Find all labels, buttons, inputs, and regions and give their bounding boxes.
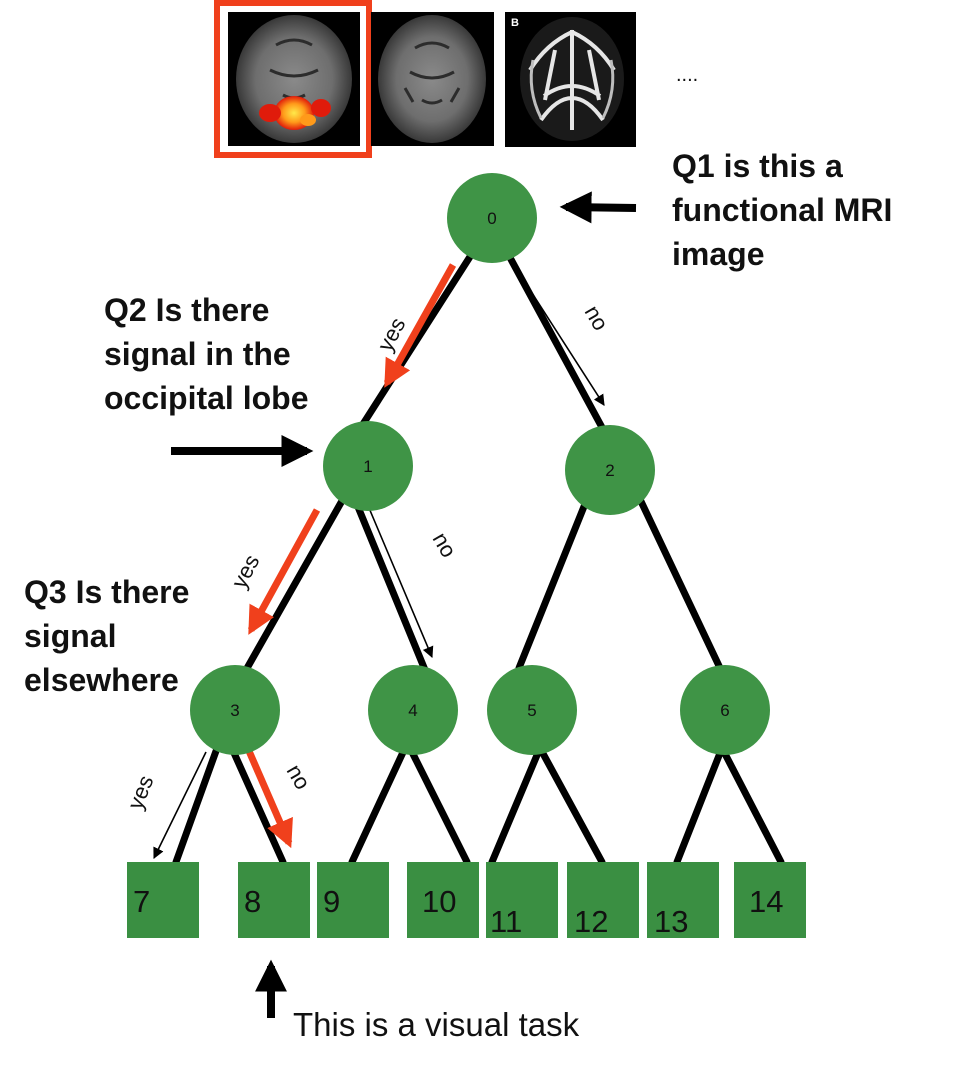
edge-4-9: [348, 744, 409, 866]
leaf-label-8: 8: [244, 884, 261, 919]
no-arrow-1: [368, 507, 434, 659]
edge-6-13: [673, 744, 726, 866]
edge-2-6: [634, 491, 724, 672]
decision-arrows: [153, 264, 605, 860]
edge-1-3: [242, 488, 351, 674]
fmri-image: [214, 0, 372, 158]
tree-nodes: 0 1 2 3 4 5 6: [190, 173, 770, 755]
leaf-9: 9: [317, 862, 389, 938]
tree-edges: [172, 248, 785, 866]
leaf-label-14: 14: [749, 884, 783, 919]
tree-node-1: 1: [323, 421, 413, 511]
edge-3-7: [172, 736, 224, 866]
node-label-6: 6: [720, 701, 729, 720]
path-arrow-1-3: [247, 508, 321, 635]
leaf-8: 8: [238, 862, 310, 938]
leaf-14: 14: [734, 862, 806, 938]
tree-leaves: 7 8 9 10 11 12 13 14: [127, 862, 806, 939]
edge-label-n1-yes: yes: [226, 550, 264, 592]
tree-node-6: 6: [680, 665, 770, 755]
leaf-label-7: 7: [133, 884, 150, 919]
caption-visual-task: This is a visual task: [293, 1006, 580, 1043]
question-3: Q3 Is there signal elsewhere: [24, 574, 190, 698]
edge-label-n1-no: no: [428, 528, 462, 562]
node-label-4: 4: [408, 701, 417, 720]
path-arrow-3-8: [245, 749, 293, 849]
tree-node-2: 2: [565, 425, 655, 515]
node-label-3: 3: [230, 701, 239, 720]
leaf-label-9: 9: [323, 884, 340, 919]
edge-0-1: [345, 248, 477, 450]
question-1: Q1 is this a functional MRI image: [672, 148, 893, 272]
node-label-5: 5: [527, 701, 536, 720]
q1-pointer-arrow: [559, 191, 637, 224]
pointer-arrows: [171, 191, 637, 1018]
edge-label-n0-no: no: [580, 301, 614, 335]
node-label-1: 1: [363, 457, 372, 476]
edge-4-10: [406, 744, 471, 866]
edge-1-4: [352, 498, 429, 674]
ellipsis-text: ....: [676, 64, 699, 86]
node-label-0: 0: [487, 209, 496, 228]
leaf-12: 12: [567, 862, 639, 939]
leaf-label-11: 11: [490, 904, 522, 939]
tree-node-4: 4: [368, 665, 458, 755]
leaf-13: 13: [647, 862, 719, 939]
tree-node-5: 5: [487, 665, 577, 755]
leaf-11: 11: [486, 862, 558, 939]
leaf-label-13: 13: [654, 904, 688, 939]
edge-2-5: [515, 500, 589, 672]
edge-0-2: [503, 248, 615, 448]
leaf-10: 10: [407, 862, 479, 938]
edge-6-14: [718, 744, 785, 866]
tree-node-3: 3: [190, 665, 280, 755]
edge-label-n3-no: no: [282, 760, 316, 794]
edge-5-11: [488, 744, 544, 866]
yes-arrow-3: [153, 751, 207, 860]
question-2: Q2 Is there signal in the occipital lobe: [104, 292, 309, 416]
tree-node-0: 0: [447, 173, 537, 263]
path-arrow-0-1: [383, 263, 457, 388]
structural-mri-image: [371, 12, 494, 146]
decision-path: [245, 263, 457, 849]
edge-label-n3-yes: yes: [122, 772, 158, 813]
leaf-7: 7: [127, 862, 199, 938]
panel-letter: B: [511, 17, 519, 29]
leaf-label-10: 10: [422, 884, 456, 919]
highlight-border: [214, 0, 372, 158]
node-label-2: 2: [605, 461, 614, 480]
leaf-label-12: 12: [574, 904, 608, 939]
edge-5-12: [536, 744, 606, 866]
no-arrow-0: [513, 264, 605, 406]
dti-image: B: [505, 12, 636, 147]
